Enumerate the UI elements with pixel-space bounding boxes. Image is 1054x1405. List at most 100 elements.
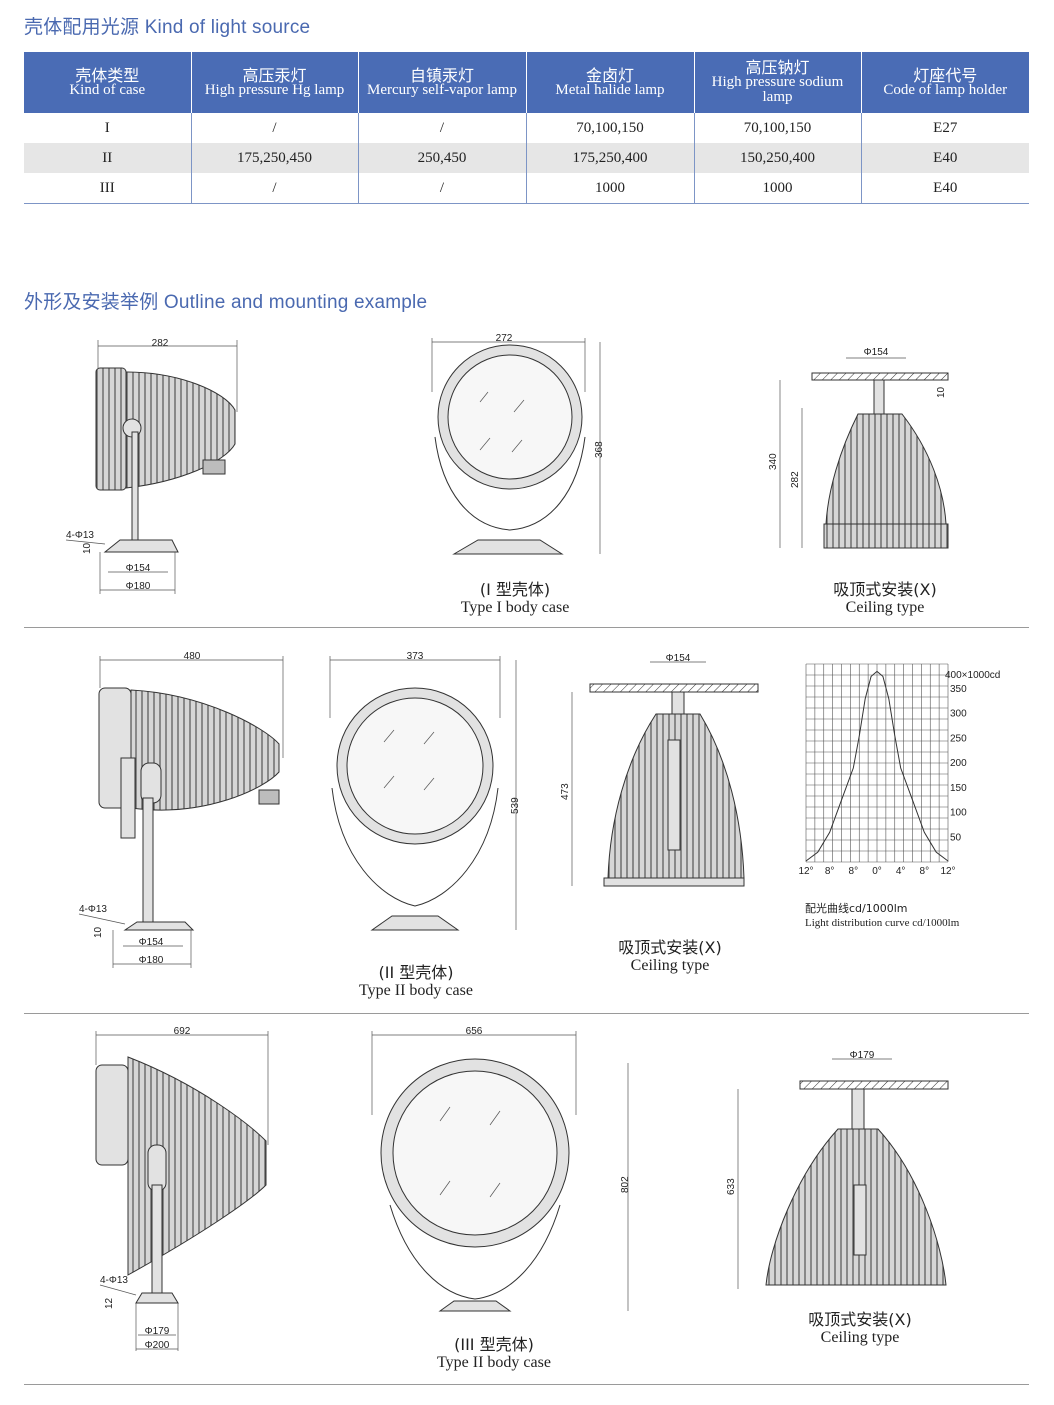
- dim-d2: Φ200: [145, 1340, 170, 1351]
- dim-width: 692: [174, 1026, 191, 1037]
- table-cell: /: [191, 173, 359, 204]
- dim-width: 656: [466, 1026, 483, 1037]
- table-row: III / / 1000 1000 E40: [24, 173, 1029, 204]
- table-cell: III: [24, 173, 192, 204]
- table-cell: 70,100,150: [694, 113, 862, 143]
- table-cell: /: [191, 113, 359, 143]
- type1-caption: (I 型壳体)Type I body case: [460, 580, 570, 617]
- dim-base-height: 10: [93, 926, 104, 938]
- chart-y-tick-label: 100: [950, 808, 967, 819]
- dim-ceiling-d: Φ154: [666, 653, 691, 664]
- dim-holes: 4-Φ13: [79, 904, 107, 915]
- table-row: II 175,250,450 250,450 175,250,400 150,2…: [24, 143, 1029, 173]
- table-cell: II: [24, 143, 192, 173]
- dim-height: 368: [594, 441, 605, 458]
- dim-plate: 10: [936, 386, 947, 398]
- table-cell: /: [358, 173, 527, 204]
- table-cell: I: [24, 113, 192, 143]
- type1-ceiling-caption: 吸顶式安装(X)Ceiling type: [833, 580, 937, 617]
- dim-total-height: 633: [726, 1178, 737, 1195]
- dim-d2: Φ180: [126, 581, 151, 592]
- dim-width: 282: [152, 338, 169, 349]
- chart-y-tick-label: 50: [950, 832, 962, 843]
- dim-d2: Φ180: [139, 955, 164, 966]
- dim-d1: Φ179: [145, 1326, 170, 1337]
- curve-note-en: Light distribution curve cd/1000lm: [805, 917, 960, 929]
- dim-width: 373: [407, 651, 424, 662]
- dim-total-height: 473: [560, 783, 571, 800]
- chart-series-line: [805, 670, 949, 862]
- type3-caption: (III 型壳体)Type II body case: [437, 1335, 551, 1372]
- chart-x-tick-label: 8°: [849, 866, 859, 877]
- type1-front-view-drawing: 272 368: [431, 333, 605, 555]
- chart-x-tick-label: 8°: [920, 866, 930, 877]
- section-title-en: Outline and mounting example: [163, 292, 428, 313]
- divider: [24, 627, 1029, 628]
- table-cell: 70,100,150: [526, 113, 695, 143]
- type3-ceiling-view-drawing: Φ179 633: [726, 1050, 949, 1289]
- curve-note-cn: 配光曲线cd/1000lm: [805, 902, 908, 915]
- type3-front-view-drawing: 656 802: [371, 1026, 631, 1312]
- chart-grid: [805, 663, 949, 863]
- chart-y-tick-label: 150: [950, 783, 967, 794]
- section-title-light-source: 壳体配用光源 Kind of light source: [24, 12, 310, 39]
- type2-front-view-drawing: 373 539: [329, 651, 521, 931]
- chart-x-tick-label: 0°: [872, 866, 882, 877]
- table-cell: 150,250,400: [694, 143, 862, 173]
- dim-holes: 4-Φ13: [100, 1275, 128, 1286]
- type1-side-view-drawing: 282 4-Φ13 10 Φ154 Φ180: [65, 338, 238, 594]
- chart-y-tick-label: 350: [950, 684, 967, 695]
- table-cell: 1000: [526, 173, 695, 204]
- dim-d1: Φ154: [139, 937, 164, 948]
- table-row: I / / 70,100,150 70,100,150 E27: [24, 113, 1029, 143]
- curve-note: 配光曲线cd/1000lm Light distribution curve c…: [805, 901, 1035, 931]
- chart-x-tick-label: 4°: [896, 866, 906, 877]
- divider: [24, 1384, 1029, 1385]
- section-title-cn: 壳体配用光源: [24, 16, 140, 38]
- dim-height: 539: [510, 797, 521, 814]
- dim-body-height: 282: [790, 471, 801, 488]
- chart-x-tick-label: 8°: [825, 866, 835, 877]
- table-cell: E27: [933, 119, 958, 136]
- dim-d1: Φ154: [126, 563, 151, 574]
- chart-y-tick-label: 300: [950, 709, 967, 720]
- table-cell: /: [358, 113, 527, 143]
- type3-ceiling-caption: 吸顶式安装(X)Ceiling type: [808, 1310, 912, 1347]
- dim-holes: 4-Φ13: [66, 530, 94, 541]
- dim-base-height: 12: [104, 1297, 115, 1309]
- table-cell: 250,450: [358, 143, 527, 173]
- dim-width: 272: [496, 333, 513, 344]
- table-cell: E40: [861, 173, 1029, 204]
- chart-y-unit-label: 400×1000cd: [945, 670, 1000, 681]
- chart-x-tick-label: 12°: [940, 866, 955, 877]
- section-title-en: Kind of light source: [144, 17, 311, 38]
- dim-height: 802: [620, 1176, 631, 1193]
- dim-ceiling-d: Φ179: [850, 1050, 875, 1061]
- type2-side-view-drawing: 480 4-Φ13 10 Φ154 Φ180: [78, 651, 284, 968]
- dim-base-height: 10: [82, 542, 93, 554]
- section-title-cn: 外形及安装举例: [24, 291, 159, 313]
- type1-ceiling-view-drawing: Φ154 10 340 282: [768, 347, 949, 549]
- chart-x-ticks: 12° 8° 8° 0° 4° 8° 12°: [798, 866, 955, 877]
- table-cell: 1000: [694, 173, 862, 204]
- type2-caption: (II 型壳体)Type II body case: [359, 963, 473, 1000]
- chart-x-tick-label: 12°: [798, 866, 813, 877]
- chart-y-tick-label: 200: [950, 758, 967, 769]
- table-cell: E40: [861, 143, 1029, 173]
- dim-ceiling-d: Φ154: [864, 347, 889, 358]
- dim-width: 480: [184, 651, 201, 662]
- type3-side-view-drawing: 692 4-Φ13 12 Φ179 Φ200: [95, 1026, 269, 1351]
- divider: [24, 1013, 1029, 1014]
- type2-ceiling-view-drawing: Φ154 473: [560, 653, 759, 887]
- type2-ceiling-caption: 吸顶式安装(X)Ceiling type: [618, 938, 722, 975]
- table-cell: 175,250,450: [191, 143, 359, 173]
